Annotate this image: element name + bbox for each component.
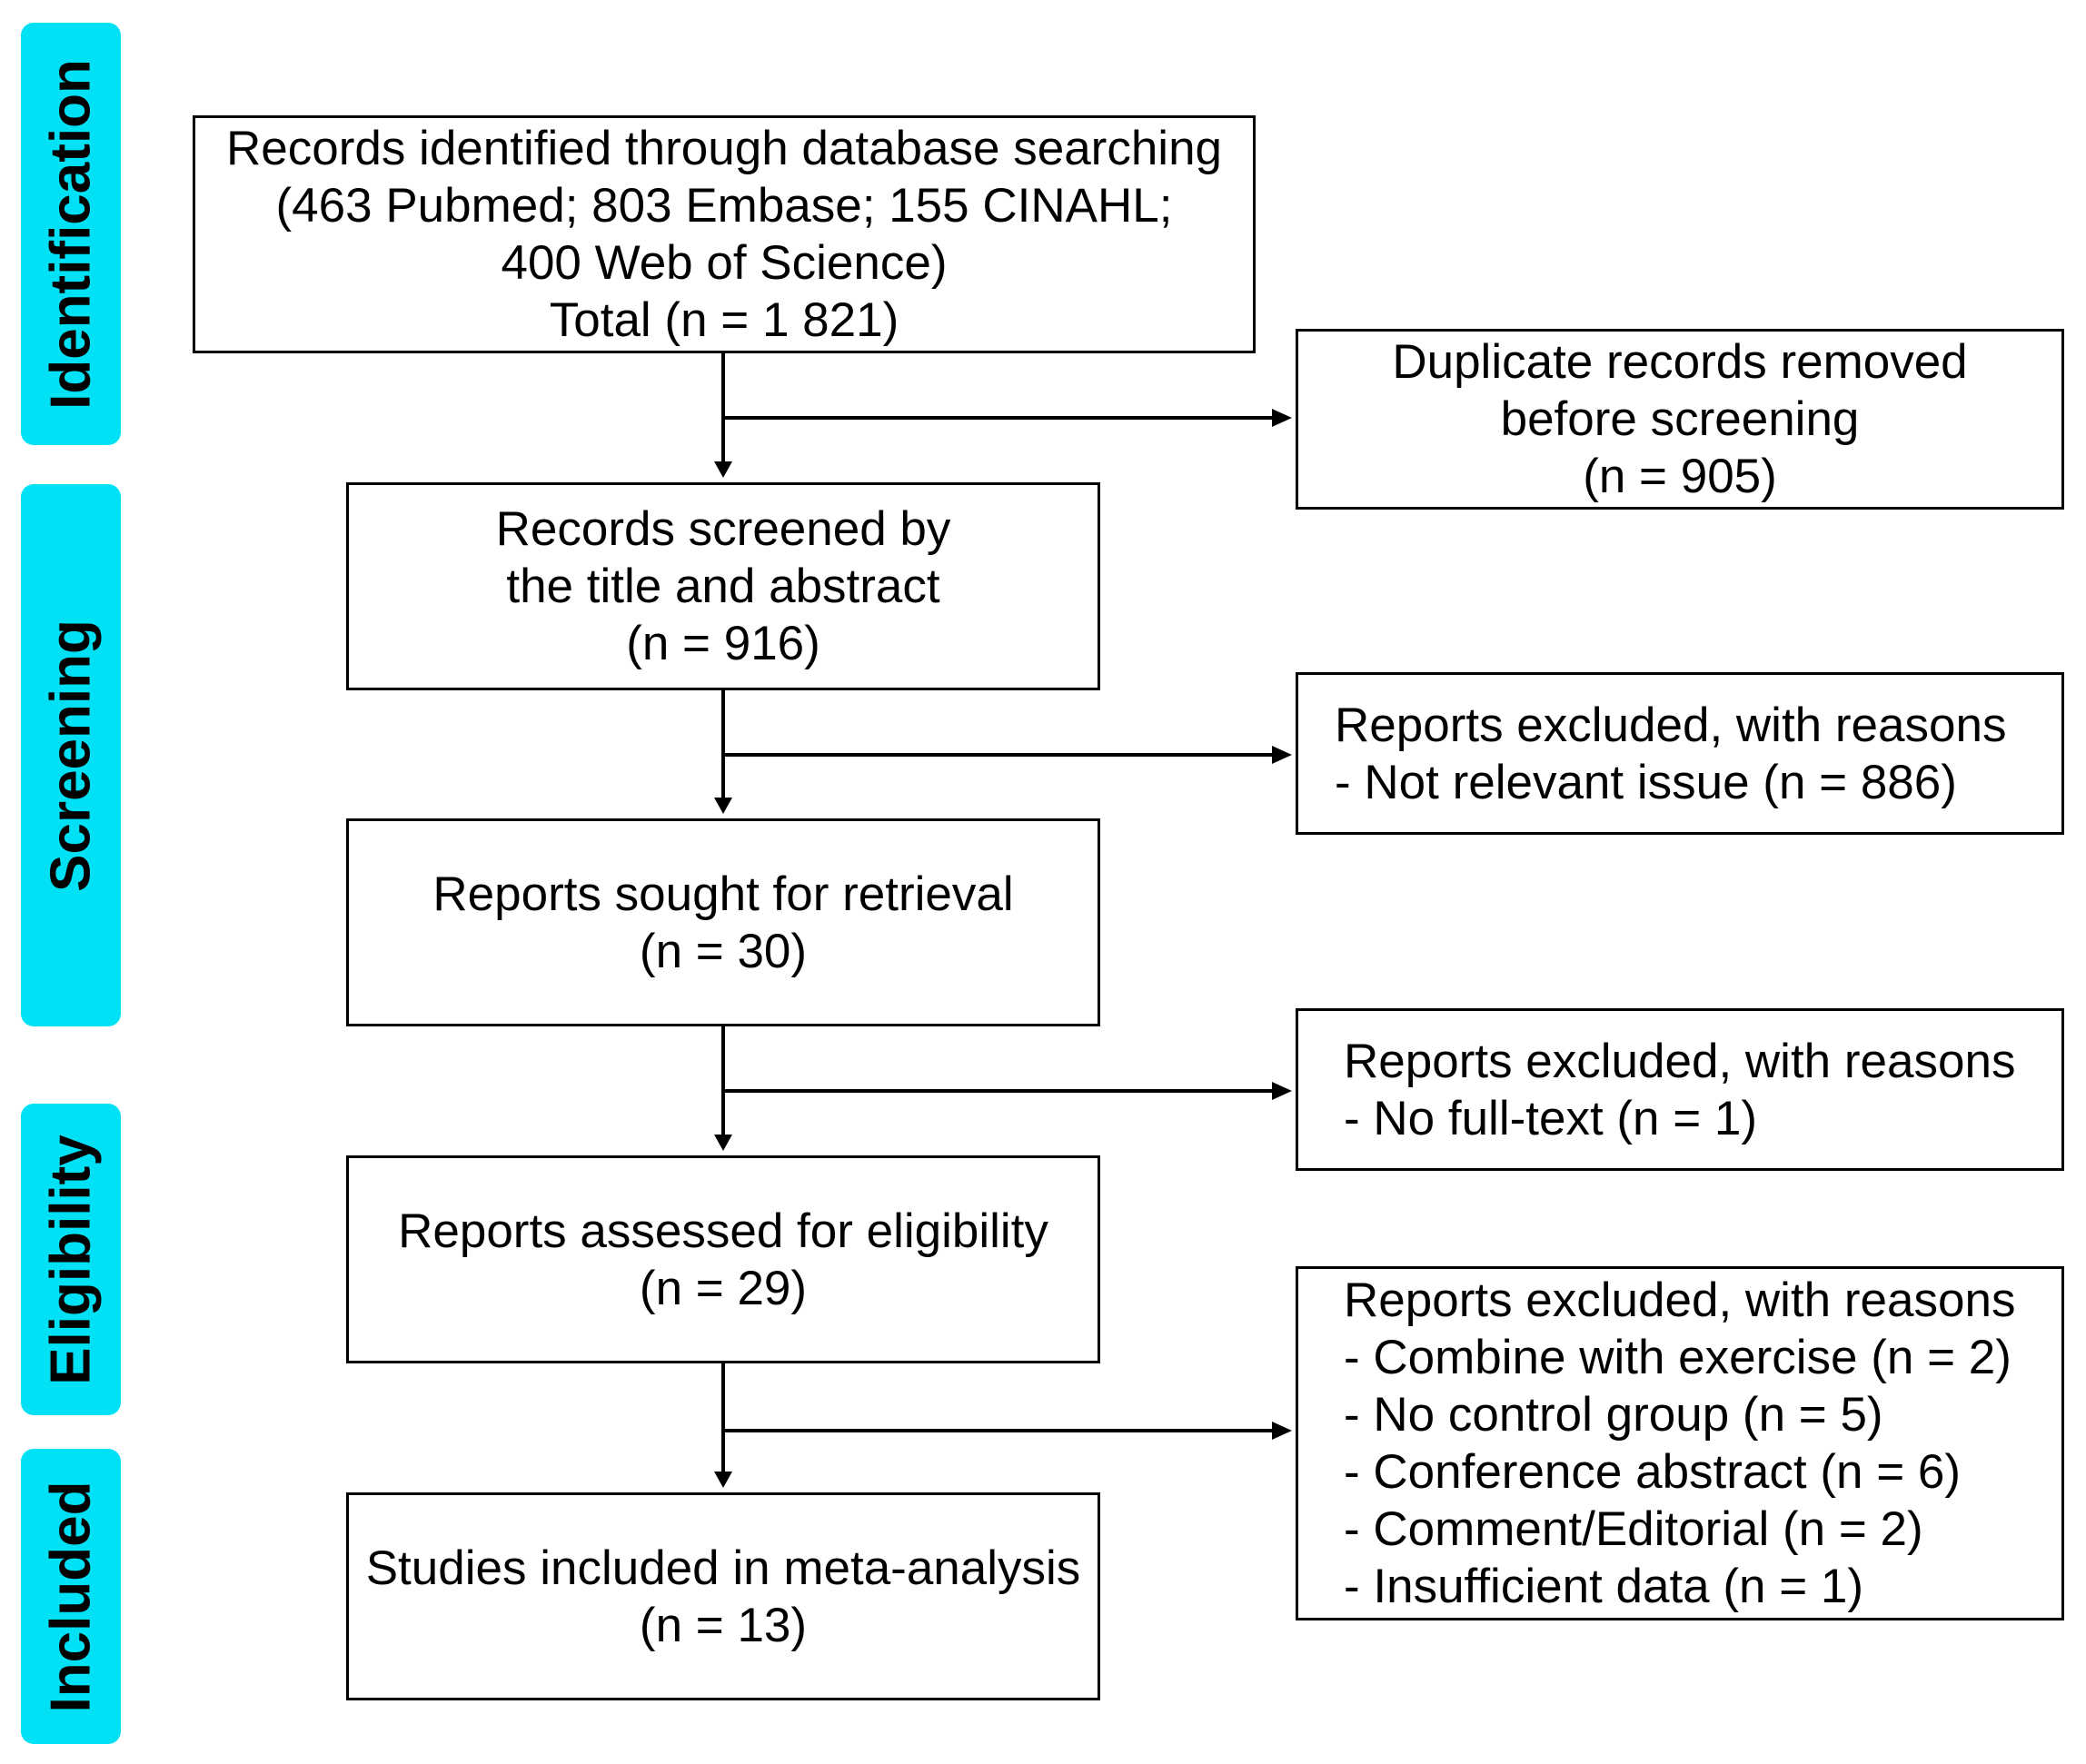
- excluded-eligibility-line-1: Reports excluded, with reasons: [1344, 1273, 2016, 1327]
- phase-identification: Identification: [21, 23, 121, 445]
- records-identified-line-4: Total (n = 1 821): [549, 293, 899, 347]
- arrowhead-screened: [714, 461, 732, 478]
- reports-sought-line-2: (n = 30): [639, 924, 808, 978]
- studies-included-box: Studies included in meta-analysis (n = 1…: [346, 1492, 1100, 1700]
- records-identified-line-3: 400 Web of Science): [501, 236, 948, 290]
- studies-included-line-1: Studies included in meta-analysis: [365, 1541, 1081, 1595]
- excluded-eligibility-box: Reports excluded, with reasons - Combine…: [1296, 1266, 2064, 1620]
- reports-assessed-line-1: Reports assessed for eligibility: [398, 1204, 1048, 1258]
- excluded-retrieval-line-1: Reports excluded, with reasons: [1344, 1034, 2016, 1088]
- studies-included-line-2: (n = 13): [639, 1598, 808, 1652]
- excluded-eligibility-line-4: - Conference abstract (n = 6): [1344, 1445, 1962, 1499]
- excluded-eligibility-line-3: - No control group (n = 5): [1344, 1388, 1883, 1442]
- excluded-eligibility-line-6: - Insufficient data (n = 1): [1344, 1560, 1864, 1613]
- duplicates-removed-line-1: Duplicate records removed: [1392, 335, 1968, 389]
- arrowhead-assessed: [714, 1135, 732, 1151]
- duplicates-removed-line-2: before screening: [1500, 392, 1860, 446]
- reports-assessed-box: Reports assessed for eligibility (n = 29…: [346, 1155, 1100, 1363]
- records-screened-line-1: Records screened by: [495, 502, 951, 556]
- records-identified-line-2: (463 Pubmed; 803 Embase; 155 CINAHL;: [275, 179, 1173, 233]
- arrowhead-sought: [714, 798, 732, 814]
- reports-sought-line-1: Reports sought for retrieval: [432, 867, 1014, 921]
- duplicates-removed-line-3: (n = 905): [1583, 450, 1777, 503]
- excluded-screening-line-1: Reports excluded, with reasons: [1335, 698, 2007, 752]
- arrowhead-duplicates: [1272, 409, 1292, 427]
- arrowhead-excluded-retrieval: [1272, 1082, 1292, 1100]
- excluded-screening-box: Reports excluded, with reasons - Not rel…: [1296, 672, 2064, 835]
- duplicates-removed-box: Duplicate records removed before screeni…: [1296, 329, 2064, 510]
- phase-screening: Screening: [21, 484, 121, 1026]
- excluded-eligibility-line-5: - Comment/Editorial (n = 2): [1344, 1502, 1923, 1556]
- reports-assessed-line-2: (n = 29): [639, 1261, 808, 1315]
- arrowhead-excluded-eligibility: [1272, 1422, 1292, 1440]
- phase-eligibility: Eligibility: [21, 1104, 121, 1415]
- records-screened-line-2: the title and abstract: [506, 560, 940, 613]
- records-screened-box: Records screened by the title and abstra…: [346, 482, 1100, 690]
- excluded-retrieval-line-2: - No full-text (n = 1): [1344, 1091, 1758, 1145]
- records-identified-line-1: Records identified through database sear…: [225, 122, 1223, 175]
- excluded-retrieval-box: Reports excluded, with reasons - No full…: [1296, 1008, 2064, 1171]
- excluded-screening-line-2: - Not relevant issue (n = 886): [1335, 755, 1957, 809]
- arrowhead-excluded-screening: [1272, 746, 1292, 764]
- phase-included: Included: [21, 1449, 121, 1744]
- records-screened-line-3: (n = 916): [626, 617, 820, 670]
- reports-sought-box: Reports sought for retrieval (n = 30): [346, 818, 1100, 1026]
- arrowhead-included: [714, 1472, 732, 1488]
- records-identified-box: Records identified through database sear…: [193, 115, 1256, 353]
- excluded-eligibility-line-2: - Combine with exercise (n = 2): [1344, 1331, 2012, 1384]
